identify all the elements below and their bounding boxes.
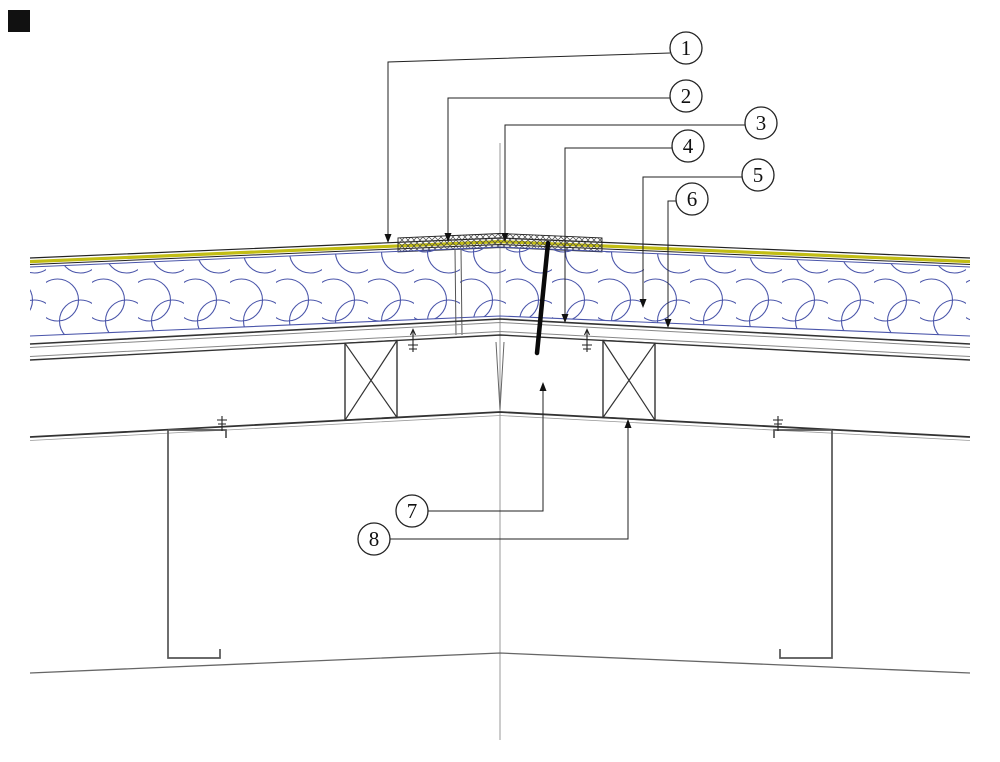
screw-icon [217, 416, 227, 431]
purlin-left [167, 429, 227, 659]
apex-joint-lines [495, 341, 505, 411]
leader-line [667, 200, 676, 319]
callout-number: 1 [681, 36, 692, 60]
screw-icon [582, 328, 592, 352]
leader-arrowhead-icon [539, 382, 547, 391]
leader-line [642, 176, 742, 299]
deck-line [29, 330, 971, 357]
callout-circle [744, 106, 778, 140]
purlin-line [29, 411, 971, 441]
liner-deck [29, 318, 971, 411]
callout-number: 6 [687, 187, 698, 211]
insulation-band [30, 247, 970, 336]
screw-icon [408, 328, 418, 352]
callout-circle [675, 182, 709, 216]
leader-line [504, 124, 745, 233]
structure-top-line-inner [29, 415, 971, 441]
leader-arrowhead-icon [444, 233, 452, 242]
corner-square [8, 10, 30, 32]
callout-circle [669, 79, 703, 113]
leader-arrowhead-icon [384, 234, 392, 243]
callout-circle [395, 494, 429, 528]
callout-number: 5 [753, 163, 764, 187]
registration-mark [8, 10, 30, 32]
leader-arrowhead-icon [624, 419, 632, 428]
deck-line [29, 321, 971, 348]
ceiling-line [29, 652, 971, 674]
deck-line [29, 318, 971, 345]
callout-number: 7 [407, 499, 418, 523]
leader-arrowhead-icon [639, 299, 647, 308]
leader-line [447, 97, 670, 233]
callout-circle [671, 129, 705, 163]
screw-icon [773, 416, 783, 431]
spacer-blocks [344, 339, 656, 421]
callouts: 1 2 3 4 5 6 7 8 [357, 31, 778, 556]
callout-circle [669, 31, 703, 65]
ceiling-edge [29, 652, 971, 674]
purlins [167, 416, 833, 659]
leader-line [390, 428, 629, 540]
ridge-fastener-bolt [534, 240, 551, 356]
insulation-top-line [29, 246, 971, 268]
bolt [534, 240, 551, 356]
leader-arrowhead-icon [664, 319, 672, 328]
leader-line [428, 391, 544, 512]
spacer-block-right-bracing [602, 340, 656, 421]
structure-top-line [29, 411, 971, 438]
leader-arrowhead-icon [501, 233, 509, 242]
callout-number: 2 [681, 84, 692, 108]
callout-number: 4 [683, 134, 694, 158]
callout-number: 8 [369, 527, 380, 551]
purlin-right [773, 429, 833, 659]
callout-number: 3 [756, 111, 767, 135]
callout-circle [741, 158, 775, 192]
deck-fasteners [408, 328, 592, 352]
deck-line [29, 334, 971, 361]
leader-line [387, 52, 671, 234]
spacer-block-left-bracing [344, 340, 398, 421]
insulation-bottom-line [29, 315, 971, 337]
callout-circle [357, 522, 391, 556]
leader-line [564, 147, 672, 314]
leader-arrowhead-icon [561, 314, 569, 323]
